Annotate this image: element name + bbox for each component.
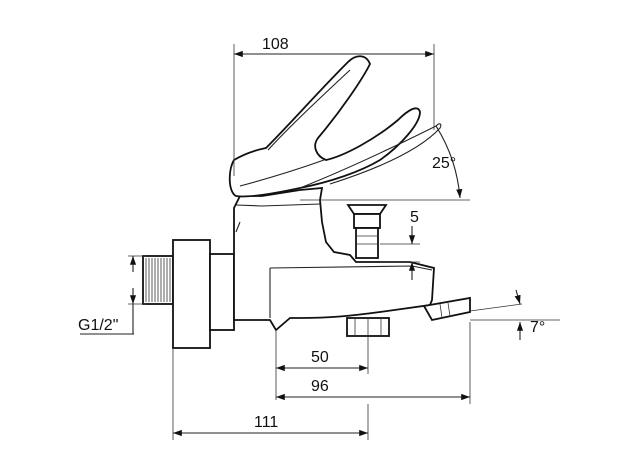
dimension-5: 5 <box>380 209 420 280</box>
lever-ridge <box>267 69 351 151</box>
dimension-7-degree: 7° <box>469 289 560 340</box>
dimension-thread: G1/2" <box>78 255 146 335</box>
dimension-96: 96 <box>276 322 471 404</box>
body-collar <box>235 203 321 207</box>
dimension-50: 50 <box>275 330 369 400</box>
dimension-label-111: 111 <box>254 414 278 431</box>
connector-nut <box>209 253 235 331</box>
wall-rosette <box>172 239 211 349</box>
lever-inner-edge <box>239 159 325 187</box>
diverter-cap <box>346 204 388 215</box>
dimension-108: 108 <box>233 36 435 176</box>
body-detail <box>235 221 241 233</box>
dimension-label-7-degree: 7° <box>530 319 545 336</box>
lever-upper <box>228 55 421 198</box>
lever-tip <box>329 123 442 185</box>
diverter-stem <box>355 227 379 259</box>
spout-outlet <box>422 296 471 322</box>
dimension-label-50: 50 <box>311 349 329 366</box>
diverter-knob <box>346 204 388 259</box>
lever-handle <box>228 55 442 198</box>
lever-blade <box>299 125 437 189</box>
dimension-label-25-degree: 25° <box>432 155 456 172</box>
dimension-label-5: 5 <box>410 209 419 226</box>
cartridge-housing <box>233 186 435 332</box>
shower-outlet <box>346 317 390 337</box>
wall-connection <box>142 239 235 349</box>
dimension-label-thread: G1/2" <box>78 317 118 334</box>
dimension-111: 111 <box>172 348 369 440</box>
dimension-25-degree: 25° <box>300 125 470 201</box>
aerator <box>422 296 471 322</box>
pipe-threads <box>145 258 171 302</box>
mixer-body <box>233 186 435 332</box>
dimension-label-108: 108 <box>262 36 289 53</box>
dimension-label-96: 96 <box>311 378 329 395</box>
diverter-neck <box>353 213 381 229</box>
